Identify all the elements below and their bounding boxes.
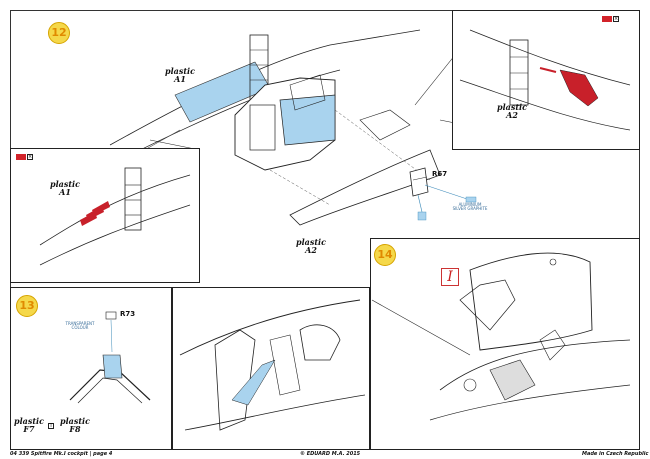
remove-mark-icon: × (27, 154, 33, 160)
paint-legend-left: × (16, 154, 33, 160)
footer-center: © EDUARD M.A. 2015 (300, 451, 361, 457)
footer-right: Made in Czech Republic (582, 451, 649, 457)
paint-legend-right: × (602, 16, 619, 22)
option-box-f8: T (48, 423, 54, 429)
roman-option-marker: I (441, 268, 459, 286)
red-swatch (16, 154, 26, 160)
part-r67-label: R67 (432, 170, 448, 178)
r67-paint-note: ALUMINIUM SILVER GRAPHITE (452, 202, 488, 211)
step-14-badge: 14 (374, 244, 396, 266)
right-detail-panel (452, 10, 640, 150)
part-r73-label: R73 (120, 310, 136, 318)
red-swatch (602, 16, 612, 22)
step13-panel (10, 287, 172, 450)
lower-center-detail-panel (172, 287, 370, 450)
step-13-badge: 13 (16, 295, 38, 317)
step-12-badge: 12 (48, 22, 70, 44)
left-detail-panel (10, 148, 200, 283)
remove-mark-icon: × (613, 16, 619, 22)
footer-left: 04 339 Spitfire Mk.I cockpit | page 4 (10, 451, 113, 457)
r73-paint-note: TRANSPARENT COLOUR (65, 321, 95, 330)
